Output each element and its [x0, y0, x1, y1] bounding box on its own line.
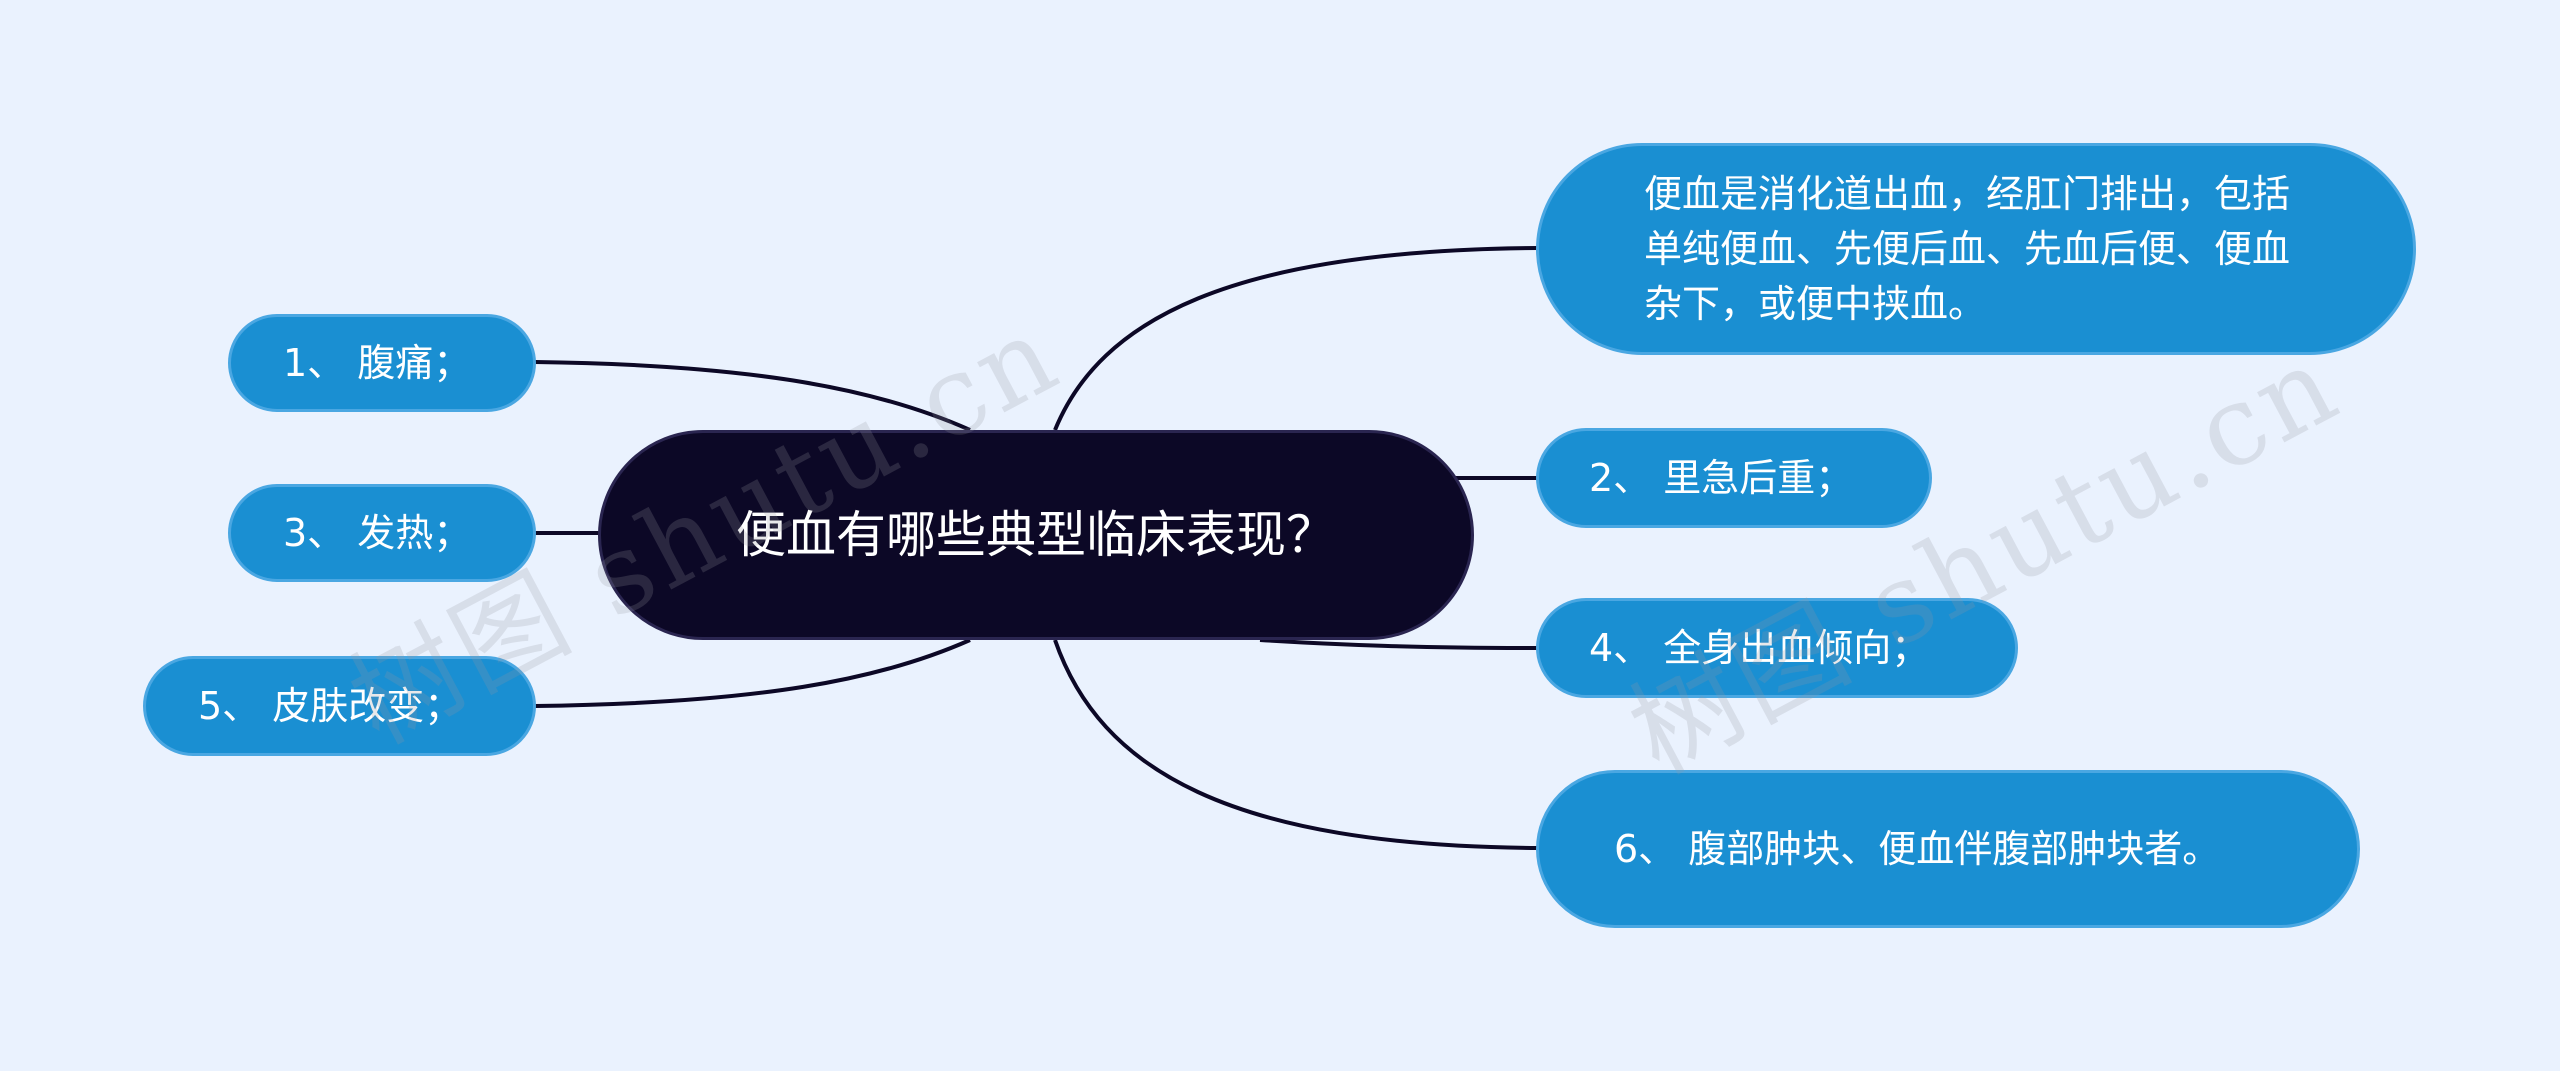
topic-label: 1、 腹痛；	[283, 340, 472, 385]
topic-label: 5、 皮肤改变；	[198, 683, 463, 728]
topic-label: 4、 全身出血倾向；	[1589, 625, 1930, 670]
connector-right-6	[1053, 639, 1539, 850]
topic-label: 3、 发热；	[283, 510, 472, 555]
topic-abdominal-pain[interactable]: 1、 腹痛；	[228, 314, 536, 412]
topic-label: 便血是消化道出血，经肛门排出，包括单纯便血、先便后血、先血后便、便血杂下，或便中…	[1644, 171, 2291, 326]
topic-abdominal-mass[interactable]: 6、 腹部肿块、便血伴腹部肿块者。	[1536, 770, 2360, 928]
connector-left-1	[534, 360, 971, 432]
connector-left-5	[534, 638, 971, 708]
topic-definition[interactable]: 便血是消化道出血，经肛门排出，包括单纯便血、先便后血、先血后便、便血杂下，或便中…	[1536, 143, 2416, 355]
topic-skin-changes[interactable]: 5、 皮肤改变；	[143, 656, 536, 756]
topic-systemic-bleeding[interactable]: 4、 全身出血倾向；	[1536, 598, 2018, 698]
connector-right-0	[1053, 246, 1539, 431]
central-topic[interactable]: 便血有哪些典型临床表现？	[598, 430, 1474, 640]
topic-fever[interactable]: 3、 发热；	[228, 484, 536, 582]
topic-label: 6、 腹部肿块、便血伴腹部肿块者。	[1614, 826, 2221, 871]
connector-right-4	[1259, 638, 1539, 650]
topic-label: 2、 里急后重；	[1589, 455, 1854, 500]
topic-tenesmus[interactable]: 2、 里急后重；	[1536, 428, 1932, 528]
central-topic-label: 便血有哪些典型临床表现？	[736, 506, 1336, 564]
